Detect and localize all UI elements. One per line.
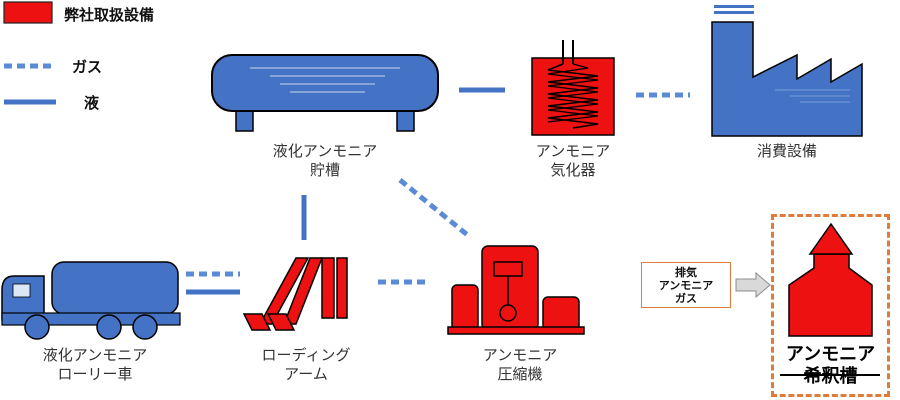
legend-liquid-label: 液 — [84, 94, 100, 112]
factory-icon — [711, 5, 863, 137]
compressor-label: アンモニア 圧縮機 — [482, 346, 558, 383]
storage-tank-icon — [211, 54, 439, 132]
pipe-tank-compressor — [398, 178, 472, 239]
dilution-highlight-box — [771, 214, 890, 397]
exhaust-note-box: 排気 アンモニア ガス — [641, 262, 731, 308]
storage-tank-label: 液化アンモニア 貯槽 — [272, 142, 378, 179]
tank-truck-icon — [1, 261, 181, 340]
loading-arm-label: ローディング アーム — [261, 346, 351, 383]
dilution-tank-icon — [788, 222, 873, 337]
legend-gas-label: ガス — [72, 58, 103, 76]
loading-arm-icon — [242, 257, 348, 331]
vaporizer-label: アンモニア 気化器 — [535, 142, 611, 179]
legend-equipment-swatch — [3, 1, 53, 24]
exhaust-arrow — [735, 271, 771, 299]
vaporizer-icon — [531, 40, 615, 136]
truck-label: 液化アンモニア ローリー車 — [42, 346, 148, 383]
dilution-tank-label: アンモニア 希釈槽 — [785, 344, 876, 387]
consumer-label: 消費設備 — [756, 142, 817, 160]
legend-equipment-label: 弊社取扱設備 — [64, 6, 155, 24]
compressor-icon — [447, 245, 585, 335]
